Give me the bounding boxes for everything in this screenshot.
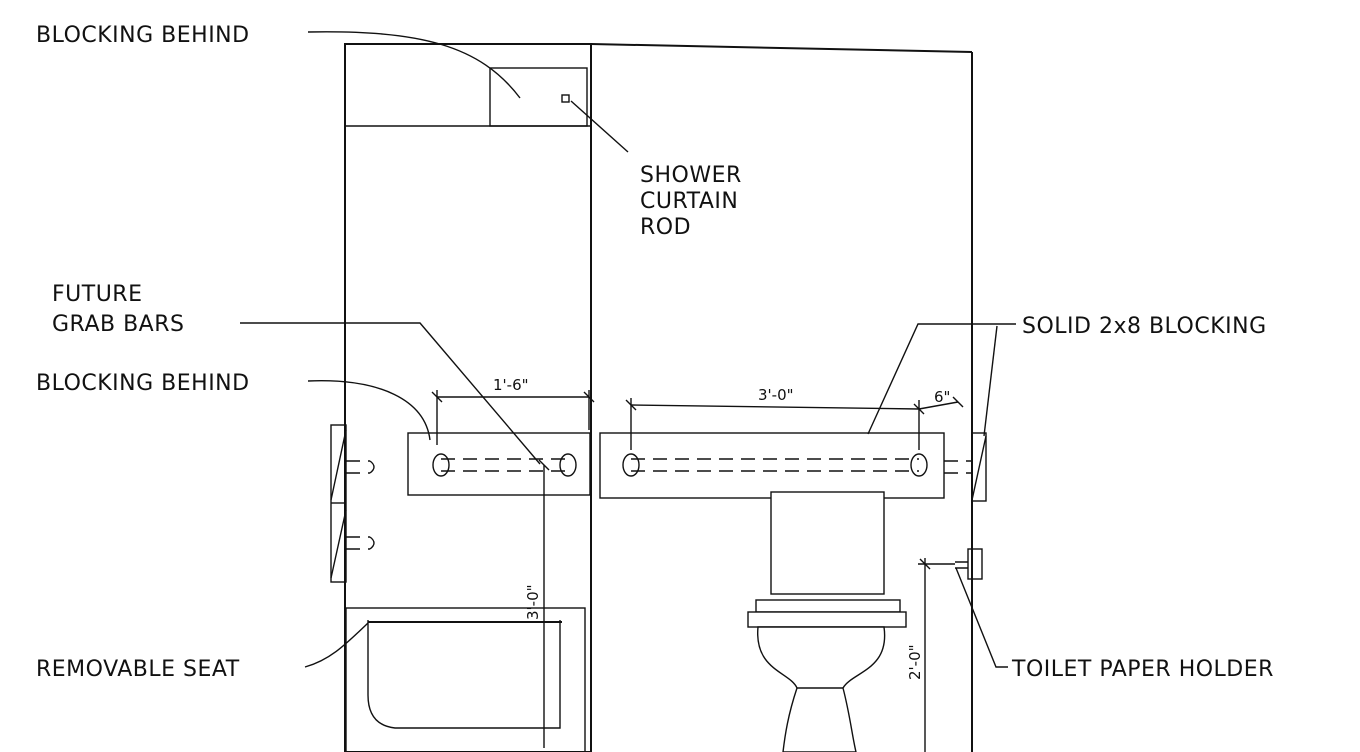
- label-shower-curtain-3: ROD: [640, 215, 691, 240]
- shower-grab-bar-blocking: [407, 432, 591, 496]
- toilet-grab-bar: [599, 432, 945, 499]
- left-side-bar-lower: [346, 536, 370, 550]
- label-future-grab-bars-1: FUTURE: [52, 282, 142, 307]
- dimension-text: 1'-6" 3'-0" 6" 3'-0" 2'-0": [493, 376, 950, 680]
- label-removable-seat: REMOVABLE SEAT: [36, 657, 240, 682]
- toilet-grab-bar-end-left: [622, 453, 640, 477]
- leader-lines: [240, 31, 1016, 668]
- dim-tp-height-tick: [919, 558, 931, 570]
- dim-text-offset: 6": [934, 388, 950, 406]
- dim-text-toilet-bar: 3'-0": [758, 386, 794, 404]
- leader-blocking-top: [307, 31, 521, 99]
- right-side-blocking-diag: [971, 435, 987, 501]
- leader-solid-blocking-right: [983, 325, 998, 437]
- shower-grab-bar-end-right: [559, 453, 577, 477]
- toilet-wall-top: [590, 43, 973, 53]
- shower-grab-bar: [407, 432, 591, 496]
- curtain-rod-blocking: [489, 67, 588, 127]
- dim-text-tp-height: 2'-0": [906, 644, 924, 680]
- shower-grab-bar-end-left: [432, 453, 450, 477]
- dim-text-shower-height: 3'-0": [524, 584, 542, 620]
- tp-holder-arm: [955, 561, 968, 569]
- labels: BLOCKING BEHIND SHOWER CURTAIN ROD FUTUR…: [36, 23, 1274, 682]
- right-side-blocking: [971, 432, 987, 502]
- toilet-tank: [770, 491, 885, 595]
- toilet-grab-bar-blocking: [599, 432, 945, 499]
- label-toilet-paper-holder: TOILET PAPER HOLDER: [1011, 657, 1274, 682]
- curtain-rod-icon: [561, 94, 570, 103]
- seat-tub: [367, 620, 561, 729]
- label-shower-curtain-1: SHOWER: [640, 163, 742, 188]
- label-blocking-behind-top: BLOCKING BEHIND: [36, 23, 250, 48]
- dim-text-shower-bar: 1'-6": [493, 376, 529, 394]
- toilet-seat: [747, 611, 907, 628]
- shower-wall: [344, 43, 592, 752]
- label-solid-blocking: SOLID 2x8 BLOCKING: [1022, 314, 1267, 339]
- leader-toilet-paper: [955, 567, 1008, 668]
- leader-removable-seat: [304, 622, 369, 668]
- left-side-bar-lower-end: [369, 536, 375, 550]
- toilet: [747, 491, 907, 752]
- toilet-bowl: [757, 626, 886, 752]
- shower-wall-outline: [344, 43, 592, 752]
- right-side-grab-bar: [944, 432, 987, 502]
- toilet-paper-holder: [955, 548, 983, 580]
- left-side-blocking-diag-1: [330, 429, 347, 501]
- leader-solid-blocking: [867, 323, 1016, 435]
- toilet-wall: [590, 43, 973, 752]
- dim-offset-line: [918, 401, 959, 410]
- dim-shower-bar-ticks: [431, 391, 595, 403]
- removable-seat: [345, 607, 586, 752]
- label-future-grab-bars-2: GRAB BARS: [52, 312, 184, 337]
- left-side-blocking-diag-2: [330, 509, 347, 579]
- label-blocking-behind-mid: BLOCKING BEHIND: [36, 371, 250, 396]
- dim-offset-tick: [952, 396, 964, 408]
- leader-blocking-mid: [307, 380, 431, 441]
- left-side-bar-upper: [346, 460, 370, 474]
- leader-shower-rod: [570, 100, 629, 153]
- leader-future-grab-bars: [240, 322, 541, 465]
- toilet-seat-top: [755, 599, 901, 613]
- tp-holder-mount: [967, 548, 983, 580]
- toilet-grab-bar-end-right: [910, 453, 928, 477]
- label-shower-curtain-2: CURTAIN: [640, 189, 738, 214]
- dimension-lines: [431, 390, 964, 752]
- seat-frame: [345, 607, 586, 752]
- left-side-grab-bars: [330, 424, 375, 583]
- dim-toilet-bar-line: [630, 404, 920, 410]
- left-side-bar-upper-end: [369, 460, 375, 474]
- dim-shower-height-tick: [538, 459, 550, 471]
- right-side-bar: [944, 460, 972, 474]
